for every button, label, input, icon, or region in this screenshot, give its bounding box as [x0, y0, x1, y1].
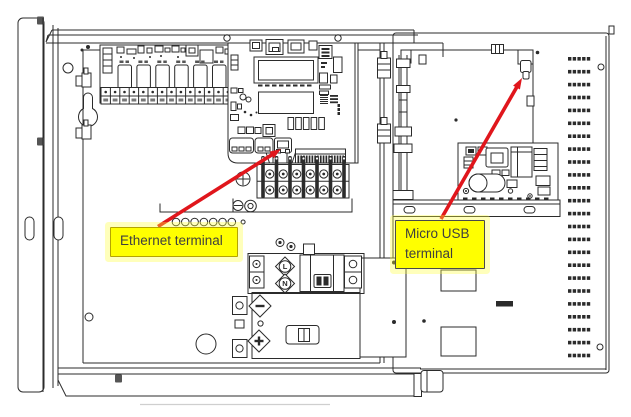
ethernet-terminal-arrow	[157, 152, 275, 229]
callout-arrows	[157, 78, 522, 229]
wiring-slot	[24, 216, 35, 241]
callout-micro-usb-terminal: Micro USB terminal	[395, 220, 485, 269]
panel-clip	[75, 67, 92, 140]
door-cutout	[440, 326, 477, 357]
mounting-flange	[17, 16, 98, 393]
door-hole	[597, 63, 605, 71]
hinge-clips	[377, 51, 391, 144]
callout-label: Micro USB terminal	[405, 226, 470, 261]
bottom-rail	[57, 367, 444, 406]
board-components-left	[230, 54, 276, 137]
capacitor-row	[287, 117, 325, 130]
cable-hole-row	[171, 217, 246, 227]
battery-terminal	[232, 292, 361, 359]
micro-usb-terminal-arrow	[439, 84, 520, 220]
panel-hole	[62, 62, 74, 74]
vent-grid	[568, 57, 591, 358]
micro-usb-connector	[520, 60, 532, 73]
micro-usb-terminal-arrowhead	[513, 78, 522, 90]
door-screw	[608, 25, 615, 35]
ethernet-terminal-arrowhead	[269, 149, 281, 159]
door-panel	[392, 25, 615, 374]
screw	[115, 374, 122, 383]
panel-hole	[84, 312, 94, 322]
wiring-slot	[53, 216, 64, 241]
display-window	[258, 91, 328, 114]
board-components-right	[318, 43, 356, 163]
callout-label: Ethernet terminal	[120, 233, 223, 248]
transformer	[510, 146, 533, 178]
psu-board	[457, 142, 559, 204]
rail-end-screw	[418, 54, 427, 65]
lcd-display	[253, 56, 319, 87]
power-terminal-block	[261, 156, 346, 198]
door-bracket-strip	[392, 199, 561, 217]
top-connectors	[249, 39, 318, 55]
panel-hole	[195, 333, 217, 355]
screw	[37, 137, 44, 146]
door-cutout	[440, 269, 477, 292]
svg-text:N: N	[282, 279, 287, 288]
main-board	[227, 39, 359, 164]
lower-assemblies: L N	[159, 156, 407, 359]
mains-terminal: L N	[247, 243, 365, 294]
screw	[37, 16, 44, 25]
door-hole	[596, 343, 604, 351]
label-slot	[496, 301, 513, 307]
callout-ethernet-terminal: Ethernet terminal	[110, 227, 238, 257]
battery-bracket	[359, 257, 407, 358]
svg-text:L: L	[283, 262, 288, 271]
